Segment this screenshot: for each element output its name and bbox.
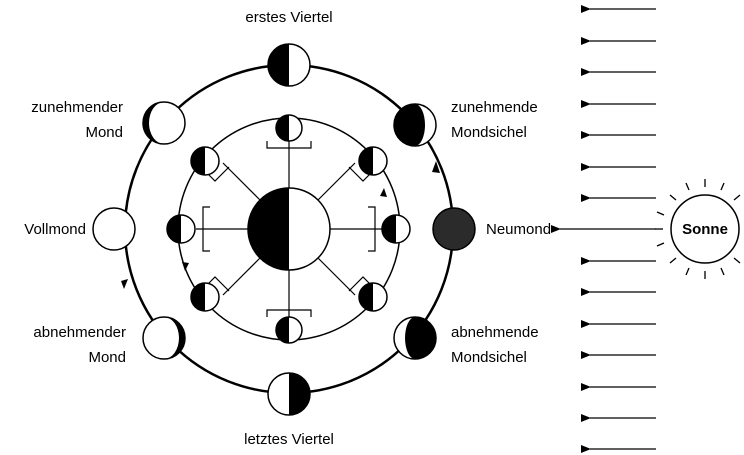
inner-moon-bottom	[275, 316, 303, 344]
moon-new	[432, 207, 476, 251]
label-first-quarter: erstes Viertel	[245, 9, 332, 26]
label-full-moon: Vollmond	[24, 221, 86, 238]
label-waxing-gibbous-line2: Mond	[85, 124, 123, 141]
label-waxing-gibbous-line1: zunehmender	[31, 99, 123, 116]
label-waxing-crescent-line2: Mondsichel	[451, 124, 527, 141]
moon-first-quarter	[267, 43, 311, 87]
moon-waxing-crescent	[393, 103, 437, 147]
earth	[247, 187, 331, 271]
label-last-quarter: letztes Viertel	[244, 431, 334, 448]
inner-orbit-arrow-lower-left	[182, 262, 189, 271]
label-waning-crescent-line1: abnehmende	[451, 324, 539, 341]
inner-moon-right	[381, 214, 411, 244]
label-waxing-crescent-line1: zunehmende	[451, 99, 538, 116]
sunlight-arrows	[551, 5, 656, 453]
inner-orbit-arrow-upper-right	[380, 188, 387, 197]
label-waning-gibbous-line1: abnehmender	[33, 324, 126, 341]
outer-orbit-arrow-lower-left	[121, 279, 128, 289]
label-waning-gibbous-line2: Mond	[88, 349, 126, 366]
inner-moon-bottom-right	[358, 282, 388, 312]
sun-icon	[655, 179, 741, 279]
inner-moon-top-left	[190, 146, 220, 176]
moon-full	[92, 207, 136, 251]
moon-waning-gibbous	[142, 316, 186, 360]
label-new-moon: Neumond	[486, 221, 551, 238]
moon-last-quarter	[267, 372, 311, 416]
inner-moon-top	[275, 114, 303, 142]
outer-orbit-arrow-upper-right	[432, 161, 440, 173]
label-sun: Sonne	[682, 221, 728, 238]
inner-moon-bottom-left	[190, 282, 220, 312]
inner-moon-top-right	[358, 146, 388, 176]
inner-moon-left	[166, 214, 196, 244]
moon-waxing-gibbous	[142, 101, 186, 145]
label-waning-crescent-line2: Mondsichel	[451, 349, 527, 366]
moon-waning-crescent	[393, 316, 437, 360]
